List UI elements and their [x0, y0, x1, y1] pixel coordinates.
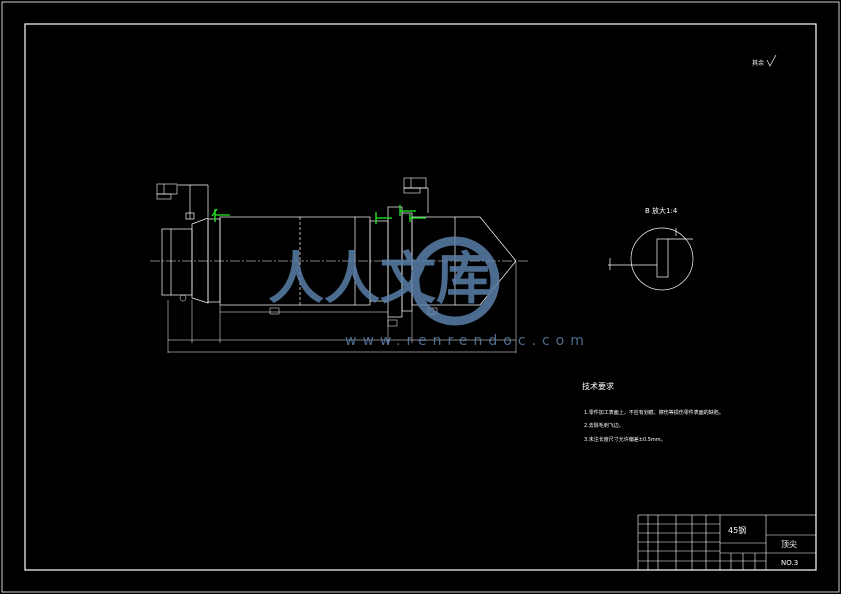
- part-name-cell: 顶尖: [781, 539, 797, 549]
- tech-req-item: 2.去除毛刺飞边。: [584, 422, 624, 429]
- corner-roughness-note: 其余: [752, 54, 777, 67]
- detail-b: B 放大1:4: [608, 206, 694, 291]
- material-cell: 45钢: [728, 525, 746, 535]
- tech-req-item: 1.零件加工表面上，不应有划痕、擦伤等损伤零件表面的缺陷。: [584, 409, 724, 416]
- main-view: [150, 184, 530, 318]
- section-label: B 放大1:4: [645, 206, 678, 215]
- inner-frame: [24, 23, 817, 571]
- roughness-symbol-icon: [766, 54, 777, 67]
- drawing-number-cell: NO.3: [781, 559, 798, 567]
- corner-note-text: 其余: [752, 59, 764, 67]
- tech-req-title: 技术要求: [582, 381, 614, 391]
- dimension-lines: [167, 262, 517, 353]
- tech-req-item: 3.未注长度尺寸允许偏差±0.5mm。: [584, 436, 666, 443]
- tolerance-frames: [156, 177, 427, 200]
- surface-finish-marks: [211, 205, 426, 224]
- watermark: 人人文库 www.renrendoc.com: [268, 236, 590, 349]
- watermark-url: www.renrendoc.com: [345, 333, 590, 349]
- title-block: [637, 514, 817, 571]
- watermark-text: 人人文库: [268, 247, 492, 312]
- technical-requirements: 技术要求 1.零件加工表面上，不应有划痕、擦伤等损伤零件表面的缺陷。 2.去除毛…: [582, 381, 724, 443]
